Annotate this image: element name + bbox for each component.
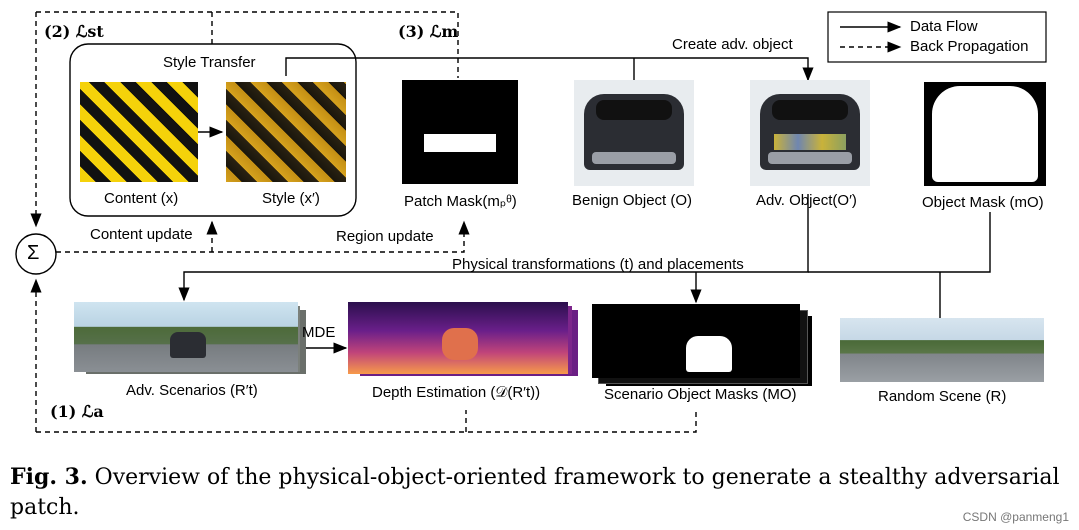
adv-scenarios-label: Adv. Scenarios (R′t) [126, 382, 258, 399]
random-scene-label: Random Scene (R) [878, 388, 1006, 405]
car-bumper [768, 152, 852, 164]
car-bumper [592, 152, 676, 164]
style-image [226, 82, 346, 182]
sum-symbol: Σ [27, 242, 39, 265]
benign-object-image [574, 80, 694, 186]
object-mask-label: Object Mask (mO) [922, 194, 1044, 211]
legend-back-propagation: Back Propagation [910, 38, 1028, 55]
loss-adversarial-label: (1) ℒa [50, 402, 104, 421]
mde-label: MDE [302, 324, 335, 341]
scenario-object-mask-image [592, 304, 800, 378]
region-update-label: Region update [336, 228, 434, 245]
content-update-label: Content update [90, 226, 193, 243]
adv-scenario-image [74, 302, 298, 372]
adv-object-label: Adv. Object(O′) [756, 192, 857, 209]
legend-data-flow: Data Flow [910, 18, 978, 35]
figure-caption: Fig. 3. Overview of the physical-object-… [10, 462, 1070, 523]
adv-object-image [750, 80, 870, 186]
scenario-car [170, 332, 206, 358]
caption-text: Overview of the physical-object-oriented… [10, 465, 1060, 520]
patch-mask-image [402, 80, 518, 184]
style-transfer-title: Style Transfer [163, 54, 256, 71]
depth-estimation-image [348, 302, 568, 374]
random-scene-image [840, 318, 1044, 382]
scenario-object-masks-label: Scenario Object Masks (MO) [604, 386, 797, 403]
patch-mask-label: Patch Mask(mₚᶿ) [404, 192, 517, 210]
benign-object-label: Benign Object (O) [572, 192, 692, 209]
physical-transformations-label: Physical transformations (t) and placeme… [452, 256, 744, 273]
create-adv-object-label: Create adv. object [672, 36, 793, 53]
style-label: Style (x′) [262, 190, 320, 207]
depth-object [442, 328, 478, 360]
loss-mask-label: (3) ℒm [398, 22, 458, 41]
object-mask-image [924, 82, 1046, 186]
depth-estimation-label: Depth Estimation (𝒟(R′t)) [372, 384, 540, 401]
object-silhouette [932, 86, 1038, 182]
watermark: CSDN @panmeng1 [963, 510, 1069, 524]
car-rear-window [596, 100, 672, 120]
content-image [80, 82, 198, 182]
patch-region [424, 134, 496, 152]
adversarial-patch [774, 134, 846, 150]
car-rear-window [772, 100, 848, 120]
content-label: Content (x) [104, 190, 178, 207]
scenario-mask-object [686, 336, 732, 372]
loss-style-label: (2) ℒst [44, 22, 104, 41]
caption-prefix: Fig. 3. [10, 464, 88, 490]
